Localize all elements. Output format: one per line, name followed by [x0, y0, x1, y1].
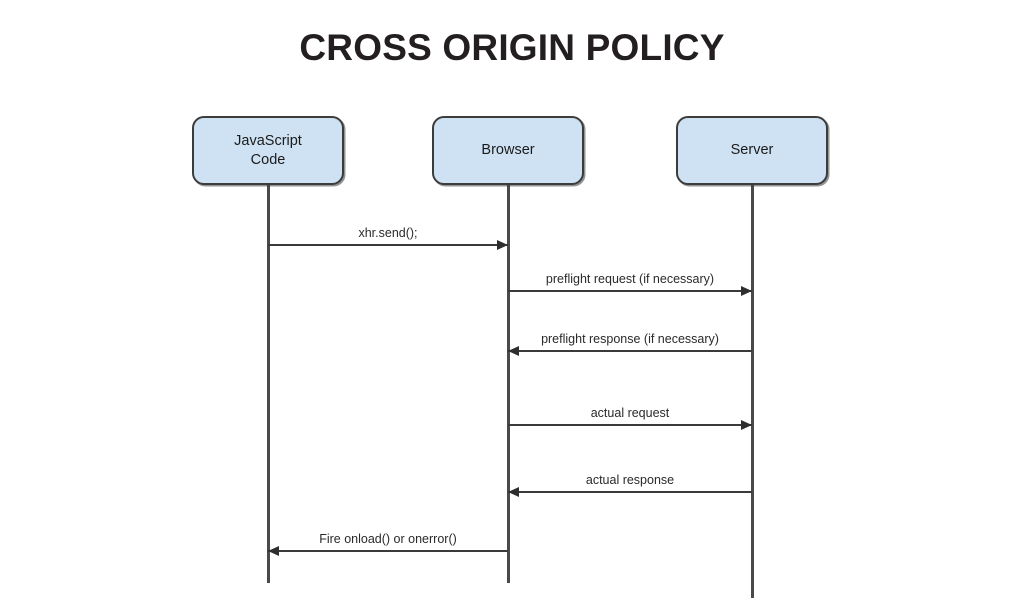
- message-label-actual-response: actual response: [585, 473, 675, 487]
- arrow-head-right-icon: [497, 239, 508, 250]
- participant-server[interactable]: Server: [676, 116, 828, 185]
- message-label-preflight-response: preflight response (if necessary): [541, 332, 719, 346]
- participant-label: JavaScript Code: [234, 133, 302, 168]
- participant-label: Server: [730, 142, 774, 159]
- message-line-preflight-response: [508, 350, 752, 352]
- message-line-actual-response: [508, 491, 752, 493]
- message-label-fire-onload-onerror: Fire onload() or onerror(): [319, 532, 457, 546]
- message-label-preflight-request: preflight request (if necessary): [545, 272, 715, 286]
- message-line-preflight-request: [508, 290, 752, 292]
- lifeline-browser: [507, 185, 510, 583]
- message-line-actual-request: [508, 424, 752, 426]
- message-line-fire-onload-onerror: [268, 550, 508, 552]
- page-title: CROSS ORIGIN POLICY: [299, 27, 725, 68]
- lifeline-javascript-code: [267, 185, 270, 583]
- arrow-head-left-icon: [508, 486, 519, 497]
- lifeline-server: [751, 185, 754, 598]
- message-label-xhr-send: xhr.send();: [358, 226, 418, 240]
- arrow-head-right-icon: [741, 285, 752, 296]
- message-line-xhr-send: [268, 244, 508, 246]
- message-label-actual-request: actual request: [590, 406, 670, 420]
- participant-label: Browser: [481, 142, 535, 159]
- participant-browser[interactable]: Browser: [432, 116, 584, 185]
- arrow-head-left-icon: [508, 345, 519, 356]
- arrow-head-left-icon: [268, 545, 279, 556]
- participant-javascript-code[interactable]: JavaScript Code: [192, 116, 344, 185]
- arrow-head-right-icon: [741, 419, 752, 430]
